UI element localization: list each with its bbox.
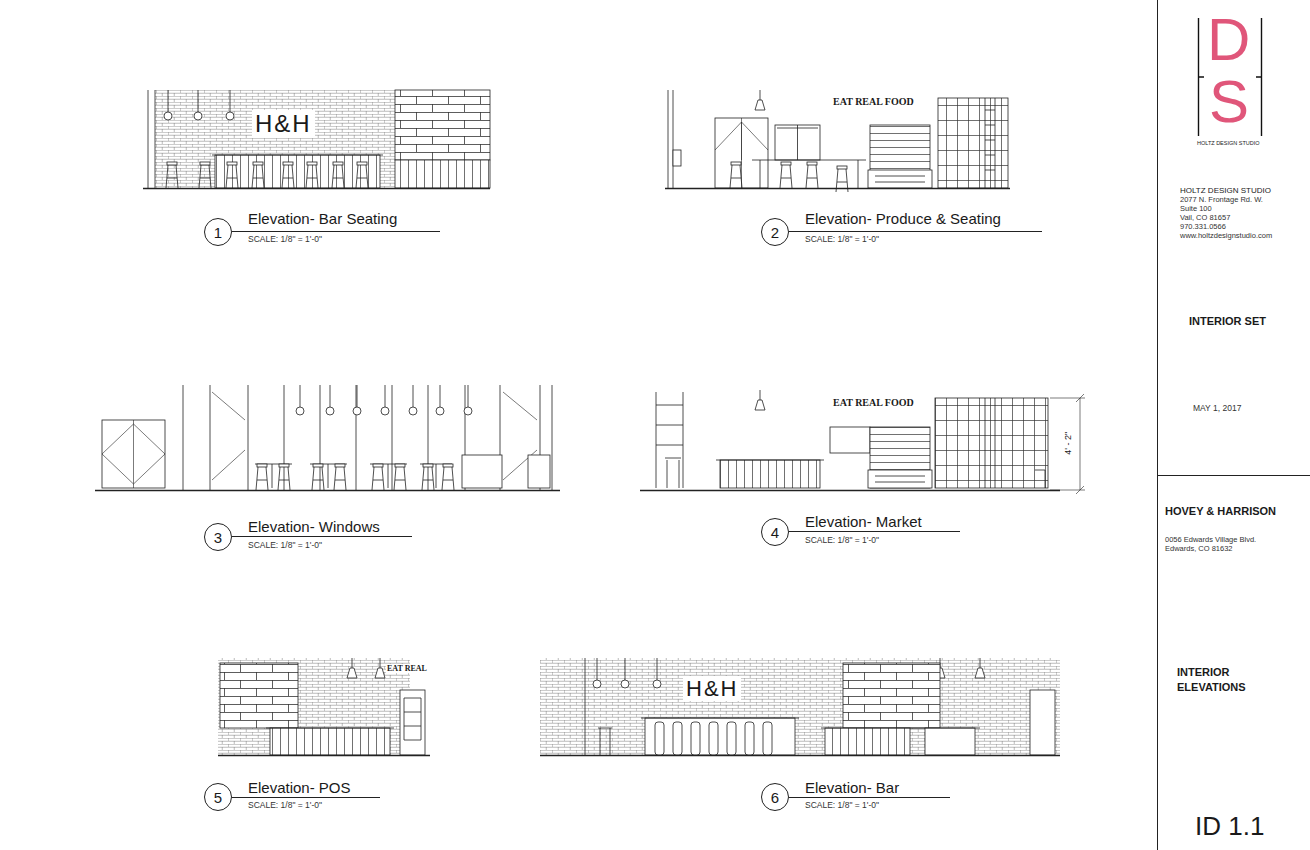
view-title: Elevation- Bar <box>805 779 899 796</box>
callout-number: 5 <box>214 790 222 805</box>
sheet-number: ID 1.1 <box>1195 812 1264 842</box>
callout-circle: 3 <box>204 523 232 551</box>
view-title: Elevation- Bar Seating <box>248 210 397 227</box>
logo-caption: HOLTZ DESIGN STUDIO <box>1197 140 1260 146</box>
callout-circle: 5 <box>204 783 232 811</box>
pos-elevation <box>218 658 430 756</box>
firm-address: Vail, CO 81657 <box>1180 214 1230 223</box>
callout-circle: 6 <box>761 783 789 811</box>
callout-circle: 1 <box>204 218 232 246</box>
wall-lettering: H&H <box>683 676 741 701</box>
scale-note: SCALE: 1/8" = 1'-0" <box>805 801 879 811</box>
callout-number: 2 <box>771 225 779 240</box>
callout-circle: 2 <box>761 218 789 246</box>
callout-number: 4 <box>771 525 779 540</box>
scale-note: SCALE: 1/8" = 1'-0" <box>248 541 322 551</box>
produce-seating-elevation <box>665 90 1010 192</box>
view-title: Elevation- Windows <box>248 518 380 535</box>
callout-number: 3 <box>214 530 222 545</box>
bar-elevation <box>540 658 1060 756</box>
sheet-date: MAY 1, 2017 <box>1193 404 1241 414</box>
wall-sign: EAT REAL FOOD <box>832 96 915 108</box>
wall-sign: EAT REAL FOOD <box>832 397 915 409</box>
view-title: Elevation- Market <box>805 513 922 530</box>
title-block <box>1157 0 1310 850</box>
callout-circle: 4 <box>761 518 789 546</box>
scale-note: SCALE: 1/8" = 1'-0" <box>805 235 879 245</box>
scale-note: SCALE: 1/8" = 1'-0" <box>805 536 879 546</box>
firm-website: www.holtzdesignstudio.com <box>1180 232 1272 241</box>
callout-number: 1 <box>214 225 222 240</box>
sheet-set: INTERIOR SET <box>1189 315 1266 328</box>
sheet-title: INTERIOR ELEVATIONS <box>1177 665 1261 695</box>
wall-sign: EAT REAL <box>386 664 428 673</box>
firm-address: 2077 N. Frontage Rd. W. <box>1180 196 1263 205</box>
scale-note: SCALE: 1/8" = 1'-0" <box>248 235 322 245</box>
logo-letter: D <box>1207 10 1250 70</box>
logo-letter: S <box>1209 72 1249 132</box>
wall-lettering: H&H <box>252 110 315 138</box>
bar-seating-elevation <box>143 90 490 189</box>
market-elevation <box>640 390 1085 494</box>
project-name: HOVEY & HARRISON <box>1165 505 1276 518</box>
firm-address: Suite 100 <box>1180 205 1212 214</box>
project-address: Edwards, CO 81632 <box>1165 545 1233 554</box>
view-title: Elevation- Produce & Seating <box>805 210 1001 227</box>
scale-note: SCALE: 1/8" = 1'-0" <box>248 801 322 811</box>
windows-elevation <box>95 385 560 491</box>
view-title: Elevation- POS <box>248 779 351 796</box>
dimension: 4' - 2" <box>1063 431 1073 456</box>
firm-name: HOLTZ DESIGN STUDIO <box>1180 186 1271 195</box>
title-underlines <box>232 232 1042 798</box>
callout-number: 6 <box>771 790 779 805</box>
project-address: 0056 Edwards Village Blvd. <box>1165 536 1256 545</box>
firm-phone: 970.331.0566 <box>1180 223 1226 232</box>
